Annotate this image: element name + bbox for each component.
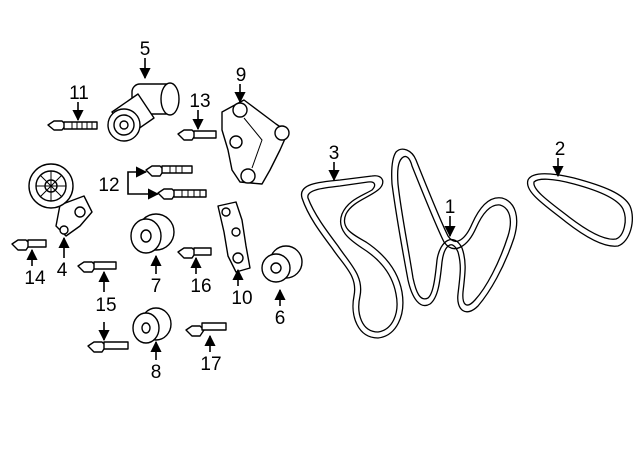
part-4-tensioner-pulley[interactable] (28, 163, 93, 237)
callout-4: 4 (57, 260, 68, 281)
part-6-idler-pulley[interactable] (261, 245, 303, 283)
part-13-bolt[interactable] (177, 129, 217, 141)
part-1-serpentine-belt[interactable] (390, 148, 518, 313)
part-16-bolt[interactable] (177, 247, 212, 259)
part-17-bolt[interactable] (185, 322, 227, 337)
callout-10: 10 (231, 288, 252, 309)
part-15-bolt-lower[interactable] (87, 341, 129, 353)
callout-13: 13 (189, 91, 210, 112)
callout-labels: 1 2 3 4 5 6 7 8 9 10 11 12 13 14 15 16 1… (24, 39, 565, 383)
callout-12: 12 (98, 175, 119, 196)
part-10-bracket[interactable] (217, 201, 251, 273)
callout-5: 5 (140, 39, 151, 60)
part-5-belt-tensioner[interactable] (107, 82, 180, 142)
callout-14: 14 (24, 268, 46, 289)
callout-1: 1 (445, 197, 456, 218)
part-9-mounting-bracket[interactable] (221, 99, 290, 185)
callout-15: 15 (95, 295, 116, 316)
leader-lines (26, 58, 564, 360)
callout-16: 16 (190, 276, 211, 297)
callout-6: 6 (275, 308, 286, 329)
part-15-bolt-upper[interactable] (77, 261, 117, 273)
part-8-idler-pulley[interactable] (132, 307, 172, 344)
callout-7: 7 (151, 276, 162, 297)
callout-3: 3 (329, 143, 340, 164)
part-3-serpentine-belt[interactable] (300, 175, 404, 339)
callout-9: 9 (236, 65, 247, 86)
part-12-bolt-upper[interactable] (145, 165, 193, 177)
callout-8: 8 (151, 362, 162, 383)
callout-17: 17 (200, 354, 221, 375)
callout-2: 2 (555, 139, 566, 160)
callout-11: 11 (69, 83, 89, 104)
part-7-idler-pulley[interactable] (130, 213, 175, 254)
part-12-bolt-lower[interactable] (157, 188, 207, 200)
part-11-bolt[interactable] (47, 120, 98, 131)
part-14-bolt[interactable] (11, 239, 47, 251)
part-2-belt[interactable] (526, 173, 633, 247)
